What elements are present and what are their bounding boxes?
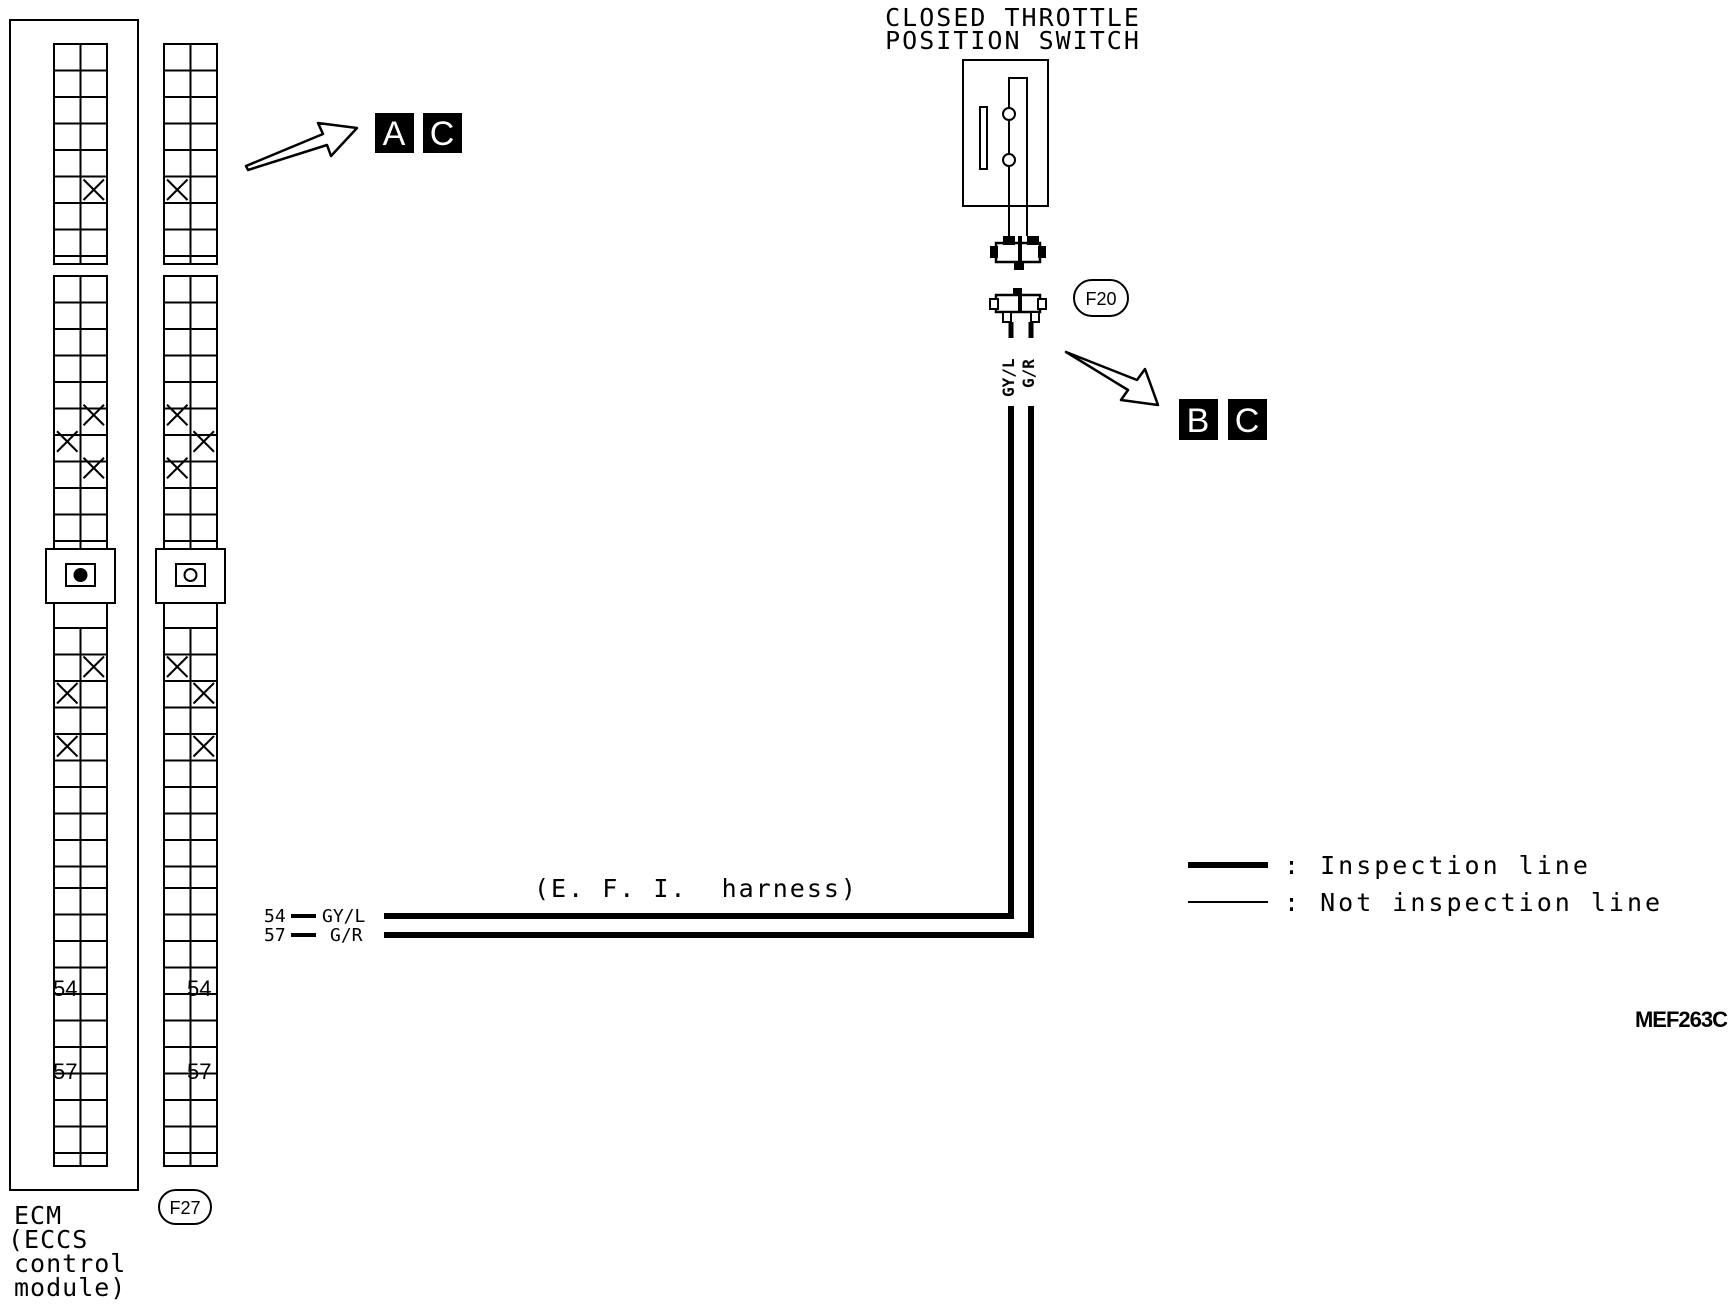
f20-callout: F20 [1073,279,1129,317]
f27-connector-strip [155,43,226,1167]
empty-cavity-cross-icon [192,430,215,453]
harness-wire-gr [384,406,1034,938]
ecm-label-line3: control [14,1249,126,1278]
arrow-to-bc-icon [1064,350,1160,407]
wire-label-gr-vertical: G/R [1019,359,1038,388]
ecm-box [9,19,139,1191]
empty-cavity-cross-icon [82,655,105,678]
switch-title-line2: POSITION SWITCH [885,26,1141,55]
empty-cavity-cross-icon [192,735,215,758]
wire-end-54-terminal: 54 [264,906,286,927]
empty-cavity-cross-icon [166,178,189,201]
throttle-switch [962,59,1049,207]
empty-cavity-cross-icon [56,735,79,758]
badge-a-text: A [383,115,406,153]
f27-callout-text: F27 [169,1198,200,1218]
ecm-label-line4: module) [14,1273,126,1302]
empty-cavity-cross-icon [82,178,105,201]
arrow-to-ac-icon [244,121,359,172]
switch-contact-upper [1002,107,1016,121]
wire-label-gyl-vertical: GY/L [999,358,1018,397]
wire-end-54-color: GY/L [322,906,366,927]
switch-body [962,59,1049,207]
empty-cavity-cross-icon [82,404,105,426]
empty-cavity-cross-icon [166,655,189,678]
ecm-connector-strip [45,43,116,1167]
empty-cavity-cross-icon [192,682,215,705]
badge-c-right-text: C [1235,402,1260,440]
ecm-label: ECM (ECCS control module) [8,1201,126,1302]
switch-contact-lower [1002,153,1016,167]
f27-callout-outline [158,1189,212,1225]
badge-a [375,113,414,153]
figure-code: MEF263C [1635,1007,1728,1032]
f27-callout: F27 [158,1189,212,1225]
f27-terminal-54-label: 54 [187,976,211,1001]
wire-end-54: 54 GY/L [264,906,366,927]
badge-c-right [1228,399,1267,440]
lock-open-dot-icon [183,568,198,582]
f20-callout-outline [1073,279,1129,317]
legend-not-inspection-text: : Not inspection line [1284,888,1663,917]
legend-inspection-text: : Inspection line [1284,851,1591,880]
lock-filled-dot-icon [73,568,88,582]
wire-end-57-terminal: 57 [264,925,286,946]
harness-wire-gyl [384,406,1014,919]
f27-terminal-57-label: 57 [187,1059,211,1084]
f20-callout-text: F20 [1085,289,1116,309]
badges-ac: A C [375,113,462,153]
badges-bc: B C [1179,399,1267,440]
badge-b-text: B [1187,402,1210,440]
empty-cavity-cross-icon [56,430,79,453]
wire-end-57-color: G/R [330,925,363,946]
badge-b [1179,399,1218,440]
badge-c-top-text: C [430,115,455,153]
connector-f20 [989,288,1047,323]
empty-cavity-cross-icon [166,404,189,426]
ecm-label-line1: ECM [14,1201,62,1230]
empty-cavity-cross-icon [166,457,189,479]
switch-title-line1: CLOSED THROTTLE [885,3,1141,32]
empty-cavity-cross-icon [56,682,79,705]
switch-contacts [1008,77,1028,206]
switch-connector-upper [990,236,1046,270]
wire-end-57: 57 G/R [264,925,363,946]
empty-cavity-cross-icon [82,457,105,479]
ecm-terminal-54-label: 54 [53,976,77,1001]
badge-c-top [423,113,462,153]
switch-slot [979,106,988,170]
legend: : Inspection line : Not inspection line [1188,851,1663,917]
harness-label: (E. F. I. harness) [534,874,858,903]
ecm-label-line2: (ECCS [8,1225,88,1254]
ecm-terminal-57-label: 57 [53,1059,77,1084]
